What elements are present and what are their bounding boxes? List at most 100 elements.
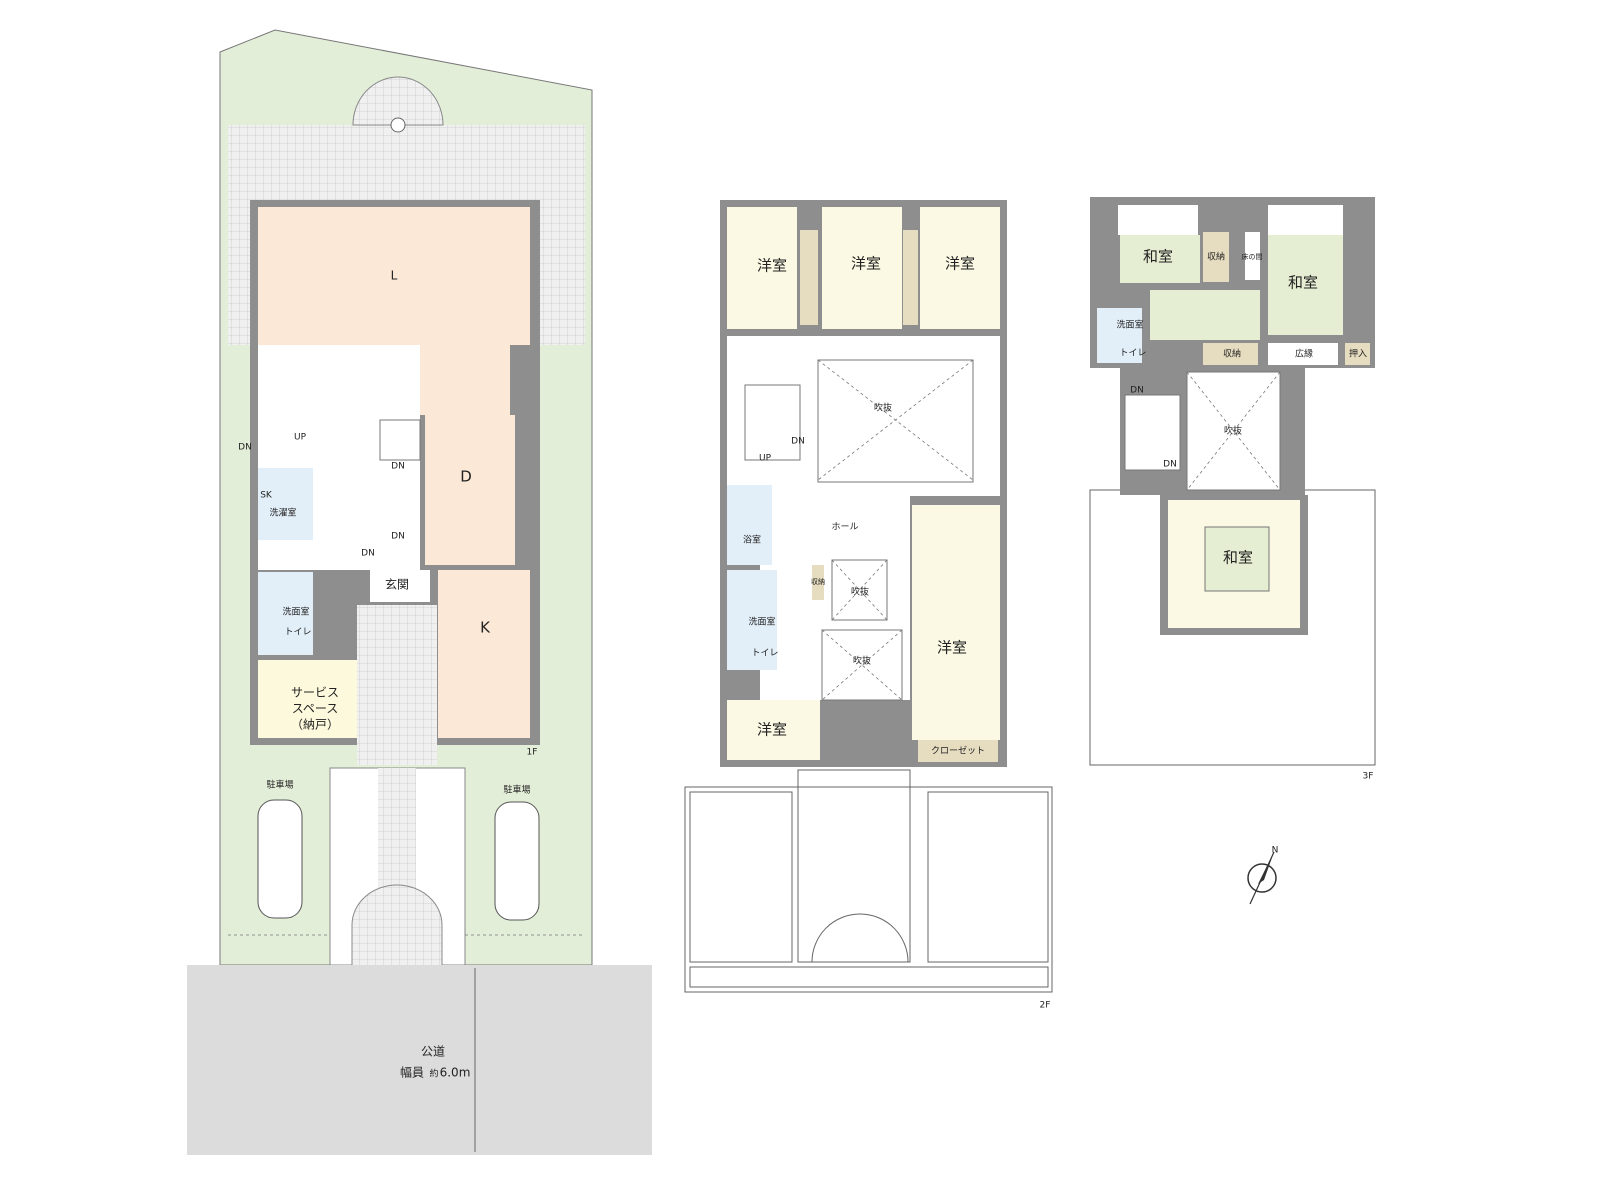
closet-2 [903,230,918,325]
stair-3f [1124,394,1181,471]
corridor-3f [1118,205,1198,235]
label-west-5: 洋室 [757,721,787,739]
car-icon [494,801,540,921]
road-width-approx: 約 [429,1068,438,1080]
room-washroom-3f [1097,308,1142,363]
floor-1: L D K SK 洗濯室 洗面室 トイレ サービス スペース （納戸） 玄関 U… [219,29,593,966]
storage-3f-1 [1203,232,1229,282]
stair-2f [744,384,801,461]
label-washroom-2f: 洗面室 [748,616,775,628]
label-void-3: 吹抜 [853,655,871,667]
room-service [258,660,375,738]
label-dn-2f: DN [791,437,805,447]
terrace-arch [352,76,444,126]
label-hall: ホール [831,522,858,533]
road-width-label: 幅員 [400,1065,424,1080]
room-entrance [370,570,430,602]
label-closet: クローゼット [931,745,985,757]
room-west-3 [920,207,1000,329]
label-service-2: スペース [292,702,339,716]
label-washitsu-3: 和室 [1223,549,1253,567]
road-width-value: 6.0m [440,1066,471,1080]
tatami-3 [1204,526,1270,592]
void-3 [821,629,903,701]
floor-2: 洋室 洋室 洋室 吹抜 UP DN ホール 浴室 洗面室 トイレ 収納 吹抜 吹… [684,200,1053,1011]
label-up: UP [294,433,307,443]
label-storage-2f: 収納 [811,577,825,586]
label-3f: 3F [1363,772,1374,782]
label-hiroen: 広縁 [1295,348,1313,360]
stair-1f [379,419,421,461]
oshiire [1345,343,1370,365]
label-storage-3f-2: 収納 [1223,348,1241,360]
label-2f: 2F [1040,1001,1051,1011]
label-west-1: 洋室 [757,257,787,275]
room-washitsu-1 [1120,235,1200,283]
void-1 [817,359,974,483]
label-tokonoma: 床の間 [1242,252,1263,261]
label-storage-3f-1: 収納 [1207,251,1225,263]
label-dn-3f-2: DN [1163,460,1177,470]
label-void-3f: 吹抜 [1224,425,1242,437]
label-service-3: （納戸） [291,718,339,732]
room-living [258,207,530,345]
room-kitchen [438,570,530,738]
label-toilet-3f: トイレ [1119,349,1146,359]
label-entrance: 玄関 [385,577,409,592]
label-washroom-3f: 洗面室 [1116,319,1143,331]
room-west-5 [727,700,820,760]
label-west-4: 洋室 [937,639,967,657]
room-bath [727,485,772,565]
label-void-1: 吹抜 [874,402,892,414]
label-kitchen: K [480,619,491,637]
hiroen [1268,343,1338,365]
label-dn-2: DN [391,462,405,472]
label-laundry: 洗濯室 [269,507,296,519]
label-west-3: 洋室 [945,255,975,273]
road-name: 公道 [421,1045,445,1059]
room-west-4 [912,505,1000,740]
label-sk: SK [260,491,273,501]
label-parking-left: 駐車場 [266,779,293,791]
room-washitsu-2 [1268,235,1343,335]
public-road: 公道 幅員 約 6.0m [187,965,652,1155]
room-west-2 [822,207,902,329]
label-dining: D [460,468,472,486]
floor-3: 和室 収納 床の間 和室 洗面室 トイレ 収納 広縁 押入 吹抜 DN DN 和… [1089,197,1376,782]
room-dining [425,415,515,565]
room-laundry [258,468,313,540]
car-icon [257,799,303,919]
label-living: L [391,269,398,283]
entrance-tile [357,605,437,765]
storage-3f-2 [1203,343,1258,365]
fountain [390,117,406,133]
label-void-2: 吹抜 [851,586,869,598]
label-dn-3f-1: DN [1130,386,1144,396]
label-west-2: 洋室 [851,255,881,273]
closet-3 [918,740,998,762]
label-parking-right: 駐車場 [503,784,530,796]
room-west-1 [727,207,797,329]
label-washitsu-1: 和室 [1143,248,1173,266]
balcony-2f [684,769,1053,993]
label-dn-1: DN [238,443,252,453]
label-washitsu-2: 和室 [1288,274,1318,292]
room-washroom-2f [727,570,777,670]
label-oshiire: 押入 [1349,348,1367,360]
north-label: N [1272,846,1279,856]
tokonoma [1245,232,1260,280]
label-washroom: 洗面室 [282,606,309,618]
label-1f: 1F [527,748,538,758]
label-toilet-2f: トイレ [751,649,778,659]
label-service-1: サービス [291,686,339,700]
corridor-3f-2 [1268,205,1343,235]
label-dn-3: DN [391,532,405,542]
label-toilet: トイレ [284,628,311,638]
label-bath: 浴室 [743,534,761,546]
closet-1 [800,230,818,325]
driveway-arch [351,884,443,965]
label-dn-4: DN [361,549,375,559]
north-arrow-icon: N [1247,846,1279,905]
storage-2f [812,565,824,600]
